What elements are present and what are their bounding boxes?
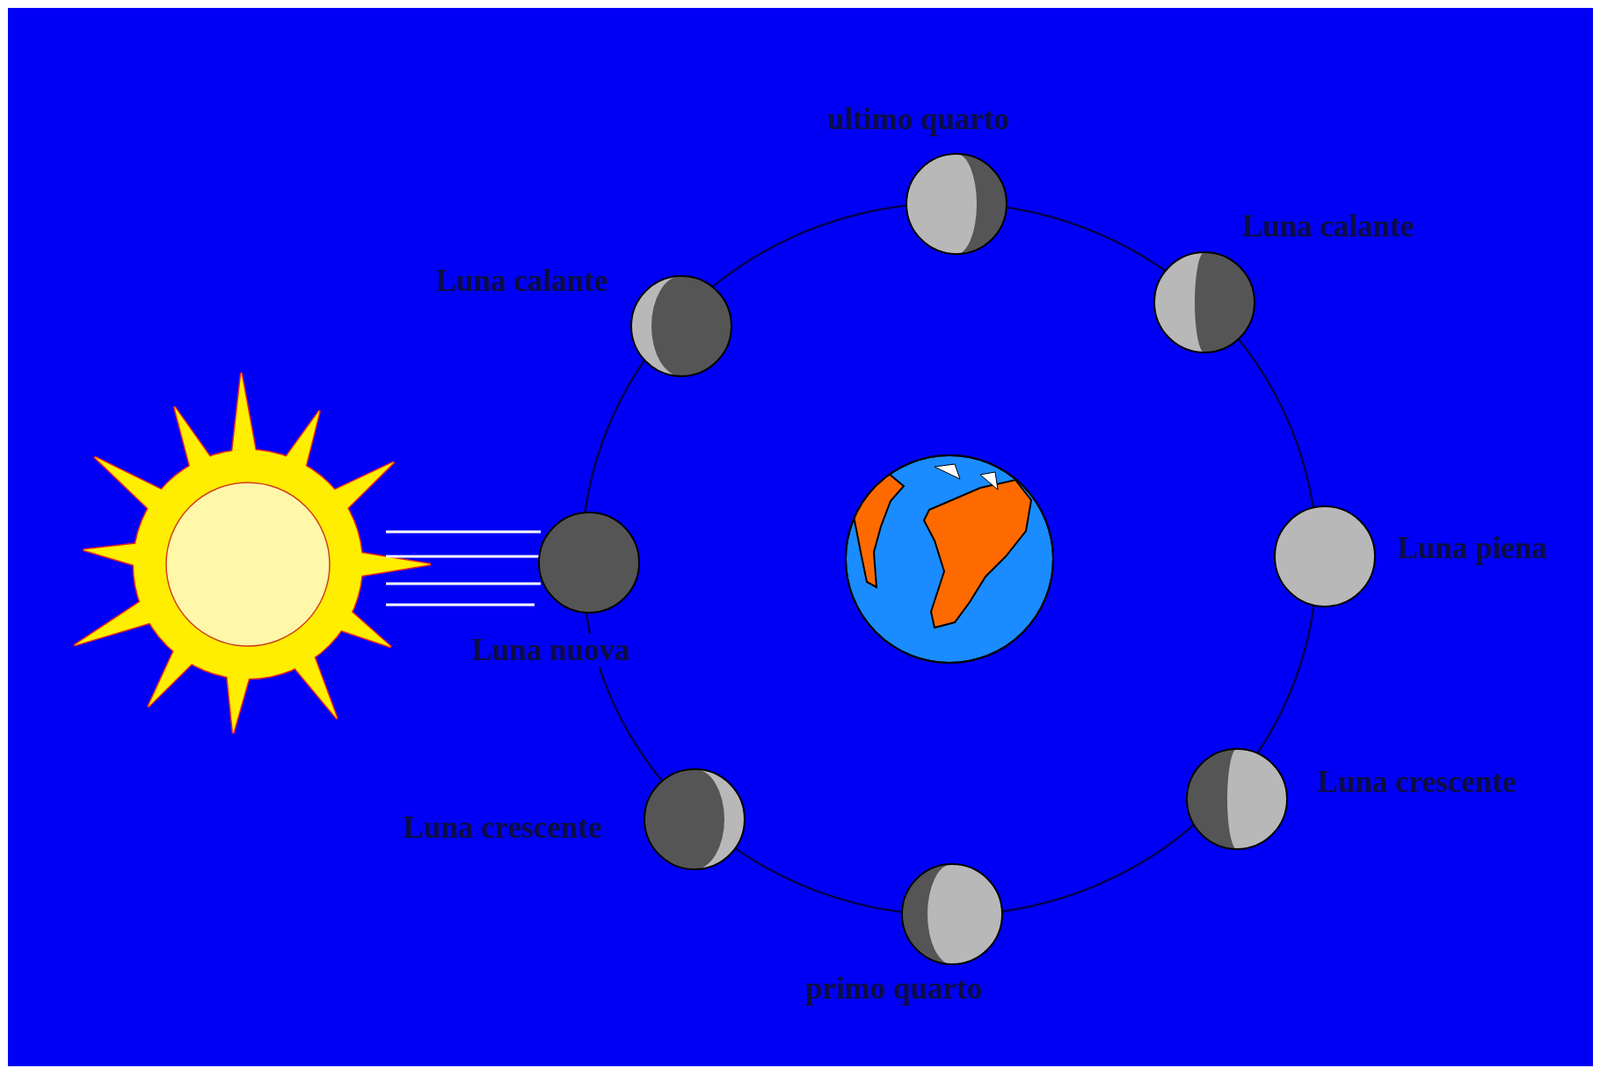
phase-label: ultimo quarto [824,102,1012,138]
phase-label: Luna crescente [1315,765,1520,800]
phase-label: Luna piena [1395,531,1550,567]
orbit-line [581,203,1317,916]
moons [538,153,1375,965]
sunlight-rays [385,531,541,605]
phase-label: Luna nuova [469,633,633,669]
phase-label: Luna calante [1239,210,1417,245]
phase-label: primo quarto [802,972,985,1007]
earth [845,455,1054,663]
sky-background [7,7,1593,1067]
sun [68,372,431,735]
phase-label: Luna calante [433,264,611,299]
phase-label: Luna crescente [400,811,605,846]
moon-outlines [538,153,1375,965]
